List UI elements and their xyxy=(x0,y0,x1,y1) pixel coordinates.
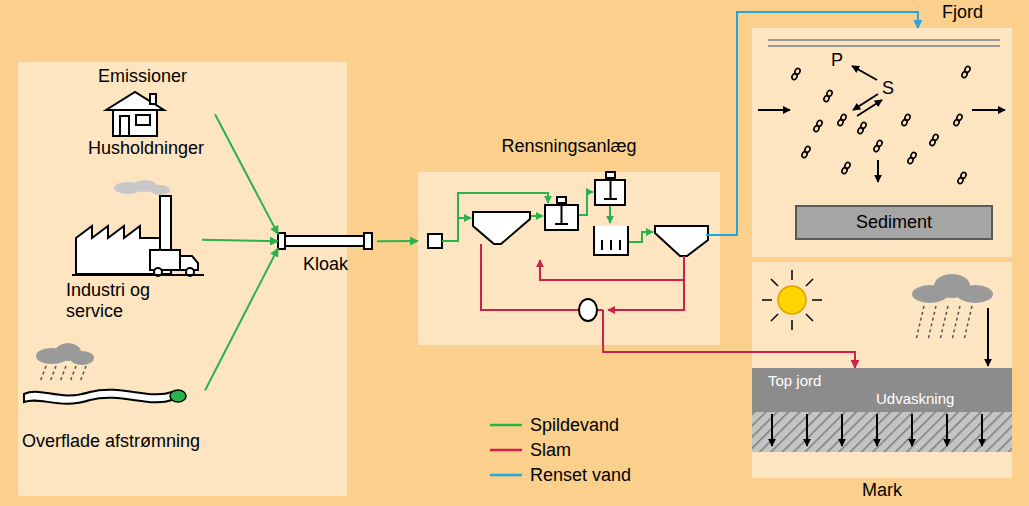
panel xyxy=(752,28,1012,257)
emissions-panel: EmissionerHusholdningerIndustri og servi… xyxy=(18,62,347,496)
flow-connector xyxy=(720,12,918,235)
panel xyxy=(18,62,347,496)
fjord-panel: FjordSediment xyxy=(752,28,1012,257)
legend-text: Spildevand xyxy=(530,415,619,436)
source-icon: Industri og service xyxy=(62,180,202,326)
process-letter: P xyxy=(831,50,843,71)
field-illustration xyxy=(752,270,1012,452)
legend-text: Renset vand xyxy=(530,465,631,486)
flow-connector xyxy=(205,248,278,390)
legend-text: Slam xyxy=(530,440,571,461)
flow-connector xyxy=(215,114,278,234)
legend-row: Spildevand xyxy=(490,413,619,437)
factory-icon xyxy=(72,180,204,276)
flow-connector xyxy=(202,240,278,241)
node-label: Kloak xyxy=(278,254,373,275)
sediment-box: Sediment xyxy=(795,205,993,240)
node-label: Udvaskning xyxy=(876,390,954,408)
treatment-process xyxy=(428,172,720,345)
source-icon: Overflade afstrømning xyxy=(22,345,205,456)
node-label: Industri og service xyxy=(66,280,176,322)
source-icon: Husholdninger xyxy=(85,88,215,163)
node-label: Overflade afstrømning xyxy=(22,431,200,452)
sewer-node: Kloak xyxy=(278,228,377,279)
house-icon xyxy=(106,92,164,136)
legend-line xyxy=(490,470,522,480)
flow-connector xyxy=(603,345,855,368)
node-label: Emissioner xyxy=(98,66,187,87)
heading: Rensningsanlæg xyxy=(418,136,720,157)
panel xyxy=(418,172,720,345)
legend-line xyxy=(490,445,522,455)
node-label: Husholdninger xyxy=(88,138,204,159)
flow-connector xyxy=(377,240,418,242)
heading: Mark xyxy=(752,480,1012,501)
runoff-icon xyxy=(24,343,186,404)
panel xyxy=(752,262,1012,478)
legend-row: Slam xyxy=(490,438,571,462)
node-label: Top jord xyxy=(768,372,821,390)
legend-line xyxy=(490,420,522,430)
treatment-panel: Rensningsanlæg xyxy=(418,172,720,345)
heading: Fjord xyxy=(942,2,983,23)
process-letter: S xyxy=(882,78,894,99)
node-label: Sediment xyxy=(797,212,991,233)
fjord-illustration xyxy=(758,40,1005,184)
pipe-symbol xyxy=(278,233,372,249)
topsoil-band: Top jordUdvaskning xyxy=(752,368,1012,412)
legend-row: Renset vand xyxy=(490,463,631,487)
field-panel: MarkTop jordUdvaskning xyxy=(752,262,1012,478)
